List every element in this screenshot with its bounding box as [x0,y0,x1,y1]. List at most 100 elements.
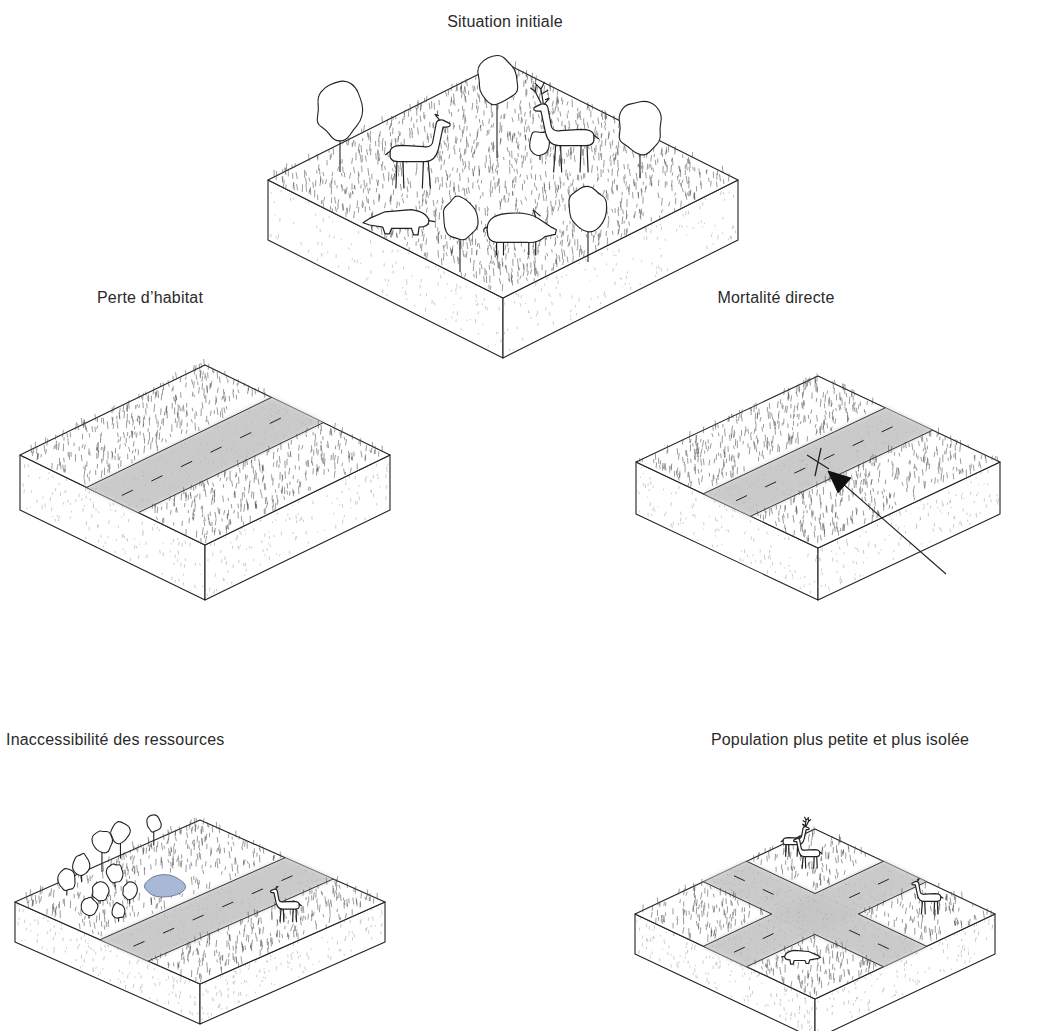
tree-icon [478,55,518,158]
deer-body [390,120,450,162]
road-edge [858,914,926,946]
deer-tail [941,896,943,898]
road-surface [703,861,926,966]
tree-crown [111,822,131,844]
deer-icon [386,114,451,188]
road-dash [765,482,776,487]
deer-leg [785,844,787,857]
deer-ear [917,879,919,882]
tree-icon [92,882,109,904]
road-surface [703,861,926,966]
road-dash [222,902,233,907]
boar-leg [496,241,497,255]
grass-texture [643,827,992,997]
deer-leg [816,856,818,869]
road-dash [794,468,805,473]
road-dash [823,454,834,459]
road-surface [703,861,926,966]
road-dash [736,496,747,501]
deer-ear [435,114,440,120]
water-pond [144,875,185,898]
boar-tail [484,227,488,232]
road-dash [734,947,745,952]
road-dash [193,915,204,920]
panel-caption: Inaccessibilité des ressources [6,730,225,750]
deer-body [912,881,941,901]
road-edge [703,914,771,946]
boar-icon [484,210,557,255]
road-dash [240,433,251,438]
road-edge [815,861,883,893]
road-dash [882,427,893,432]
deer-leg [561,143,562,172]
deer-tail [820,852,822,854]
tree-crown [106,864,123,883]
deer-leg [554,143,556,172]
terrain-block [636,374,1000,601]
tree-icon [317,81,362,172]
deer-tail [299,904,301,906]
road-dash [849,930,860,935]
grass-texture [26,818,377,983]
deer-icon [912,879,943,914]
arrow-head [828,471,851,493]
deer-leg [396,159,397,188]
block-top [636,376,1000,548]
deer-leg [580,143,581,172]
tree-icon [443,196,478,272]
deer-leg [292,908,294,922]
deer-icon [271,886,302,921]
boar-leg [503,241,504,255]
deer-leg [788,844,790,857]
road-dash [763,934,774,939]
tree-crown [92,831,113,853]
deer-leg [937,900,939,914]
deer-leg [813,856,815,869]
tree-icon [111,822,131,859]
tree-crown [147,815,161,832]
deer-leg [587,143,588,172]
badger-icon [782,950,821,964]
deer-icon [794,836,822,868]
deer-tail [386,151,391,154]
tree-icon [112,903,125,922]
deer-antlers [803,817,811,826]
badger-tail [782,956,785,958]
tree-crown [58,869,75,891]
deer-body [794,839,820,857]
road-dash [853,441,864,446]
road-dash [270,418,281,423]
road-edge [87,397,272,487]
road-dash [281,876,292,881]
tree-crown [443,196,478,240]
tree-icon [147,815,161,846]
road-surface [703,861,926,966]
deer-leg [924,900,926,914]
badger-tail [429,221,435,222]
tree-crown [317,81,362,141]
road-dash [878,879,889,884]
deer-leg [805,856,807,869]
deer-tail [781,840,783,842]
arrow-line [842,483,946,574]
road-texture [92,404,312,507]
terrain-block [20,359,390,600]
road-dash [849,893,860,898]
road-surface [100,858,333,961]
grass-texture [31,359,382,543]
deer-leg [428,159,430,188]
road-edge [747,934,815,966]
road-surface [703,408,932,516]
deer-icon [531,82,599,172]
panel-caption: Perte d’habitat [97,288,203,308]
deer-tail [594,135,599,138]
terrain-block [15,815,385,1024]
badger-body [785,950,821,964]
tree-icon [81,897,98,918]
road-dash [122,490,133,495]
road-edge [138,423,323,513]
tree-crown [123,882,138,900]
boar-body [487,213,556,242]
block-top [635,829,995,999]
